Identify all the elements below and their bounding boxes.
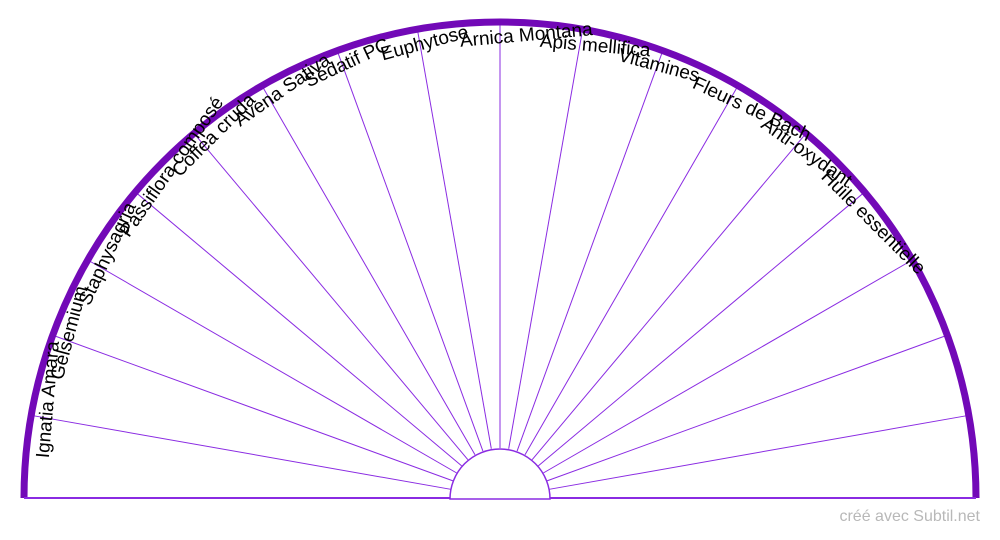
sector-divider [194,134,469,461]
sector-divider [508,31,583,449]
sector-divider [89,260,457,474]
sector-label: Huile essentielle [817,166,930,279]
sector-divider [33,415,451,490]
sector-divider [524,87,738,455]
sector-divider [537,192,864,467]
sector-divider [549,415,967,490]
sector-divider [262,87,476,455]
sector-dividers [33,24,967,490]
inner-arc [449,448,551,500]
sector-divider [543,260,911,474]
sector-divider [337,52,484,452]
credit-text: créé avec Subtil.net [839,508,980,525]
sector-divider [516,52,663,452]
outer-arc [20,18,980,499]
sector-divider [54,335,454,482]
sector-divider [136,192,463,467]
sector-label: Avena Sativa [231,50,335,131]
sector-divider [531,134,806,461]
sector-divider [417,31,492,449]
sector-divider [546,335,946,482]
